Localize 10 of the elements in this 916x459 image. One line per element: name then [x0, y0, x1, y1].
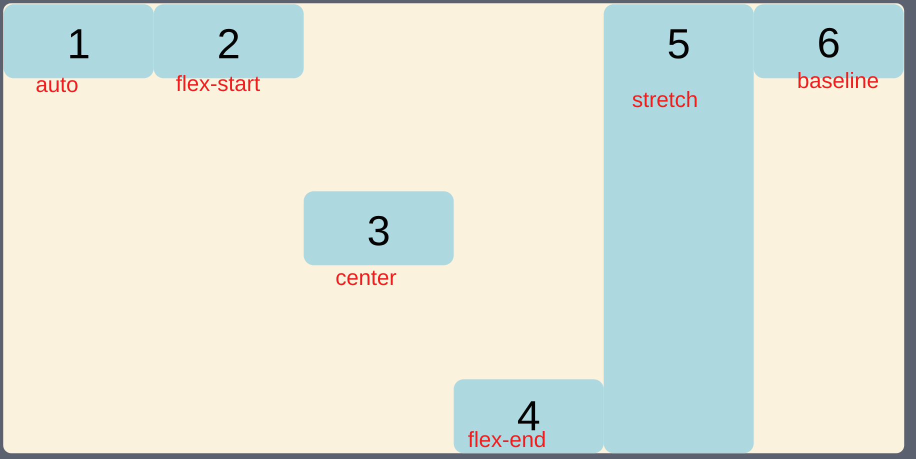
node-label: 6 [819, 28, 839, 58]
item-box: 3 [304, 191, 454, 266]
node-label: 2 [219, 28, 238, 58]
node-label: 1 [70, 29, 88, 58]
node-label: auto [36, 78, 78, 92]
node-label: stretch [632, 91, 697, 108]
node-label: center [336, 270, 396, 286]
node-label: 4 [518, 401, 540, 430]
node-label: flex-end [468, 431, 545, 448]
item-box: 1 [4, 4, 154, 78]
